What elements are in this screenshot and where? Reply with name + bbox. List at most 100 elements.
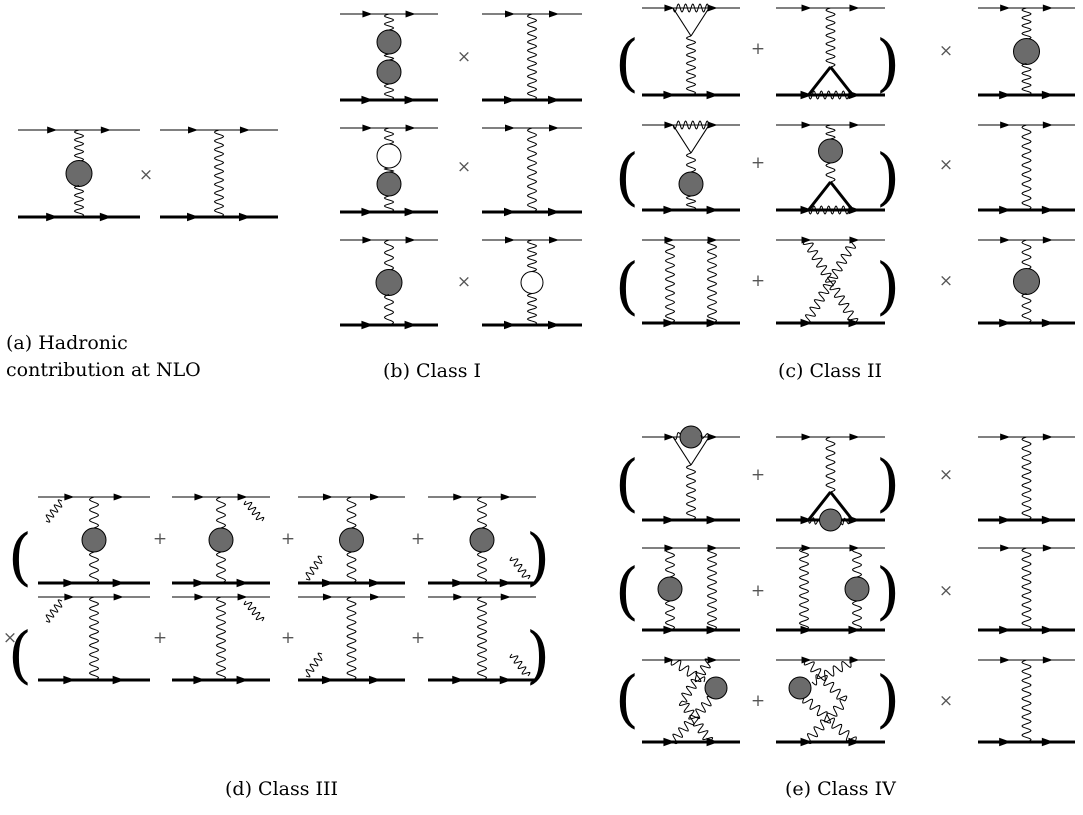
photon-line (685, 152, 697, 173)
vertex-fermion (672, 436, 692, 466)
arrow-icon (64, 493, 75, 501)
open-paren: ( (8, 520, 32, 593)
vacuum-polarization-blob (704, 676, 728, 700)
arrow-icon (800, 625, 813, 635)
arrow-icon (801, 544, 812, 552)
vacuum-polarization-blob (339, 527, 364, 553)
photon-line (664, 600, 676, 631)
photon-line (825, 162, 836, 183)
times-symbol: × (457, 47, 471, 67)
vacuum-polarization-blob (376, 29, 402, 55)
arrow-icon (112, 578, 125, 588)
arrow-icon (63, 578, 76, 588)
arrow-icon (664, 121, 675, 129)
vacuum-polarization-blob (819, 508, 842, 532)
arrow-icon (369, 578, 382, 588)
vertex-fermion (672, 124, 692, 154)
plus-symbol: + (281, 529, 295, 549)
arrow-icon (369, 675, 382, 685)
times-symbol: × (457, 157, 471, 177)
arrow-icon (663, 205, 676, 215)
photon-line (1021, 239, 1032, 270)
photon-line (700, 433, 710, 439)
arrow-icon (999, 625, 1012, 635)
times-symbol: × (939, 41, 953, 61)
arrow-icon (188, 126, 199, 134)
photon-line (1021, 436, 1032, 521)
times-symbol: × (939, 155, 953, 175)
arrow-icon (999, 318, 1012, 328)
vacuum-polarization-blob (657, 576, 683, 602)
photon-line (1021, 547, 1032, 631)
open-paren: ( (615, 26, 639, 99)
arrow-icon (46, 212, 59, 222)
arrow-icon (663, 737, 676, 747)
photon-line (1021, 293, 1032, 324)
arrow-icon (405, 124, 416, 132)
arrow-icon (1000, 544, 1011, 552)
arrow-icon (236, 675, 249, 685)
photon-line (1021, 63, 1032, 96)
arrow-icon (187, 212, 200, 222)
close-paren: ) (876, 26, 900, 99)
arrow-icon (849, 121, 860, 129)
arrow-icon (236, 578, 249, 588)
photon-line (215, 551, 227, 584)
photon-line (678, 700, 714, 743)
times-symbol: × (939, 465, 953, 485)
arrow-icon (663, 625, 676, 635)
vertex-heavy-fermion (807, 66, 832, 96)
arrow-icon (370, 593, 381, 601)
caption-d: (d) Class III (225, 778, 339, 800)
photon-line (805, 698, 846, 745)
photon-line (88, 551, 100, 584)
photon-line (215, 496, 227, 529)
vertex-heavy-fermion (829, 66, 854, 96)
arrow-icon (999, 205, 1012, 215)
photon-line (851, 547, 863, 578)
arrow-icon (1041, 515, 1054, 525)
vertex-heavy-fermion (829, 491, 854, 521)
photon-line (811, 656, 856, 686)
photon-line (509, 556, 531, 580)
arrow-icon (237, 493, 248, 501)
arrow-icon (64, 593, 75, 601)
arrow-icon (664, 4, 675, 12)
vacuum-polarization-blob (376, 171, 402, 197)
photon-line (305, 652, 323, 678)
close-paren: ) (526, 618, 550, 691)
photon-line (383, 167, 395, 173)
arrow-icon (1042, 433, 1053, 441)
arrow-icon (548, 207, 560, 217)
photon-line (383, 83, 395, 101)
arrow-icon (664, 656, 675, 664)
arrow-icon (848, 737, 861, 747)
arrow-icon (499, 578, 512, 588)
photon-line (526, 293, 538, 326)
arrow-icon (504, 320, 516, 330)
arrow-icon (112, 675, 125, 685)
arrow-icon (321, 578, 334, 588)
photon-line (798, 547, 810, 631)
photon-line (681, 658, 711, 703)
arrow-icon (849, 544, 860, 552)
arrow-icon (505, 10, 515, 18)
arrow-icon (1041, 90, 1054, 100)
plus-symbol: + (751, 39, 765, 59)
arrow-icon (848, 625, 861, 635)
arrow-icon (63, 675, 76, 685)
vacuum-polarization-blob (679, 425, 703, 449)
vacuum-polarization-blob (678, 171, 704, 197)
arrow-icon (706, 205, 719, 215)
photon-line (346, 496, 357, 529)
photon-line (73, 129, 85, 162)
arrow-icon (707, 544, 718, 552)
arrow-icon (800, 205, 813, 215)
plus-symbol: + (751, 465, 765, 485)
photon-line (383, 53, 395, 61)
arrow-icon (800, 90, 813, 100)
photon-line (825, 124, 836, 140)
vacuum-polarization-blob (375, 269, 403, 296)
vertex-heavy-fermion (807, 491, 832, 521)
